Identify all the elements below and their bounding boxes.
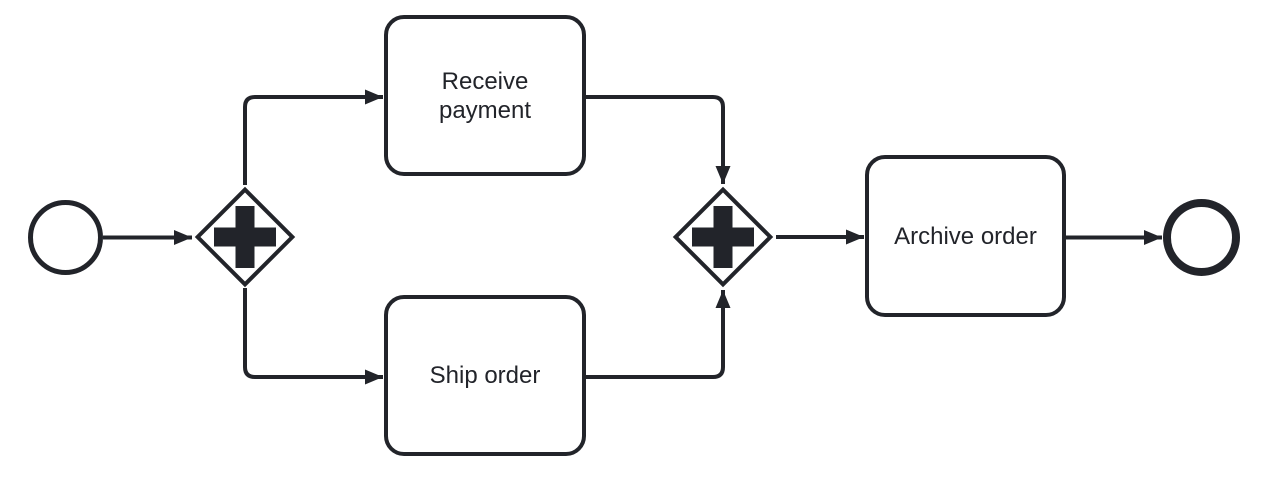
task-ship-order[interactable]: Ship order xyxy=(384,295,586,456)
flow-split-to-receive-payment[interactable] xyxy=(243,89,383,185)
plus-vertical-bar xyxy=(713,205,733,268)
end-event[interactable] xyxy=(1163,199,1240,276)
join-gateway[interactable] xyxy=(671,184,775,289)
flow-split-to-ship-order[interactable] xyxy=(243,288,383,385)
task-archive-order[interactable]: Archive order xyxy=(865,155,1066,317)
parallel-plus-icon xyxy=(214,205,276,268)
task-label: Archive order xyxy=(894,222,1037,250)
start-event[interactable] xyxy=(28,200,103,275)
task-receive-payment[interactable]: Receive payment xyxy=(384,15,586,176)
flow-receive-payment-to-join[interactable] xyxy=(586,95,731,184)
plus-vertical-bar xyxy=(235,205,255,268)
task-label: Ship order xyxy=(429,362,541,389)
flow-ship-order-to-join[interactable] xyxy=(586,290,731,379)
parallel-plus-icon xyxy=(692,205,754,268)
split-gateway[interactable] xyxy=(193,184,297,289)
task-label: Receive payment xyxy=(438,67,532,124)
